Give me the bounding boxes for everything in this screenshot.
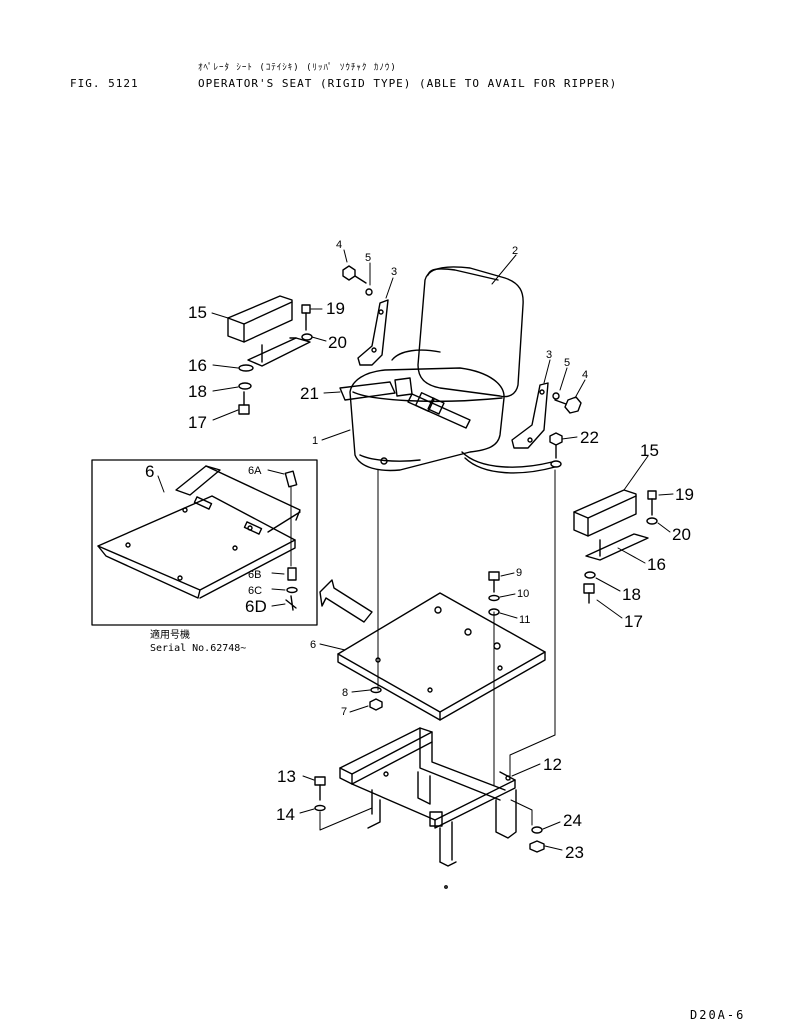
title-katakana: ｵﾍﾟﾚｰﾀ ｼｰﾄ (ｺﾃｲｼｷ) (ﾘｯﾊﾟ ｿｳﾁｬｸ ｶﾉｳ) (198, 63, 397, 73)
bolt-19-left (301, 304, 311, 331)
callout-3: 3 (546, 349, 552, 361)
callout-9: 9 (516, 567, 522, 579)
seat-bracket-right (511, 382, 549, 449)
callout-6: 6 (310, 639, 316, 651)
callout-6B: 6B (248, 569, 261, 581)
bolt-17-left (238, 391, 250, 415)
washer-24 (531, 826, 543, 834)
washer-5-left (365, 288, 373, 296)
inset-caption-jp: 適用号機 (150, 628, 190, 641)
bolt-22 (549, 432, 563, 468)
callout-6-inset: 6 (145, 462, 154, 481)
seat-cushion (349, 349, 556, 474)
callout-4: 4 (582, 369, 588, 381)
callout-6C: 6C (248, 585, 262, 597)
seat-bracket-left (357, 299, 389, 366)
assembly-lines (211, 249, 674, 851)
armrest-right (573, 489, 649, 561)
seat-plate (337, 592, 546, 721)
inset-caption-serial: Serial No.62748~ (150, 643, 246, 654)
callout-11: 11 (519, 614, 530, 626)
callout-5: 5 (564, 357, 570, 369)
callout-10: 10 (517, 588, 529, 600)
callout-13: 13 (277, 767, 296, 786)
callout-20: 20 (328, 333, 347, 352)
seat-back (417, 266, 524, 398)
bolt-9 (488, 571, 500, 593)
callout-3: 3 (391, 266, 397, 278)
callout-18: 18 (188, 382, 207, 401)
callout-4: 4 (336, 239, 342, 251)
callout-1: 1 (312, 435, 318, 447)
inset-detail (91, 459, 318, 626)
callout-14: 14 (276, 805, 295, 824)
callout-16: 16 (188, 356, 207, 375)
nut-7 (369, 698, 383, 711)
seat-belt (339, 377, 471, 429)
callout-19: 19 (326, 299, 345, 318)
callout-17: 17 (624, 612, 643, 631)
washer-18-left (238, 382, 252, 390)
washer-18-right (584, 571, 596, 579)
callout-8: 8 (342, 687, 348, 699)
callout-15: 15 (188, 303, 207, 322)
callout-18: 18 (622, 585, 641, 604)
view-arrow (319, 579, 373, 623)
figure-number: FIG. 5121 (70, 77, 139, 90)
callout-19: 19 (675, 485, 694, 504)
sheet-code: D20A-6 (690, 1008, 746, 1022)
figure-title: OPERATOR'S SEAT (RIGID TYPE) (ABLE TO AV… (198, 77, 618, 90)
nut-23 (529, 840, 545, 853)
callout-7: 7 (341, 706, 347, 718)
bolt-4-left (342, 265, 367, 284)
callout-21: 21 (300, 384, 319, 403)
callout-22: 22 (580, 428, 599, 447)
washer-10 (488, 594, 500, 602)
bolt-13 (314, 776, 326, 801)
bolt-19-right (647, 490, 657, 516)
armrest-left (227, 295, 311, 372)
callout-24: 24 (563, 811, 582, 830)
callout-12: 12 (543, 755, 562, 774)
washer-20-right (646, 517, 658, 525)
callout-16: 16 (647, 555, 666, 574)
callout-15: 15 (640, 441, 659, 460)
seat-frame (339, 727, 517, 889)
washer-5-right (552, 392, 560, 400)
callout-6D: 6D (245, 597, 267, 616)
callout-23: 23 (565, 843, 584, 862)
washer-20-left (301, 333, 313, 341)
bolt-17-right (583, 583, 595, 604)
callout-17: 17 (188, 413, 207, 432)
washer-14 (314, 804, 326, 812)
washer-8 (370, 686, 382, 694)
callout-2: 2 (512, 245, 518, 257)
bolt-4-right (554, 396, 582, 414)
callout-20: 20 (672, 525, 691, 544)
callout-5: 5 (365, 252, 371, 264)
callout-6A: 6A (248, 465, 262, 477)
